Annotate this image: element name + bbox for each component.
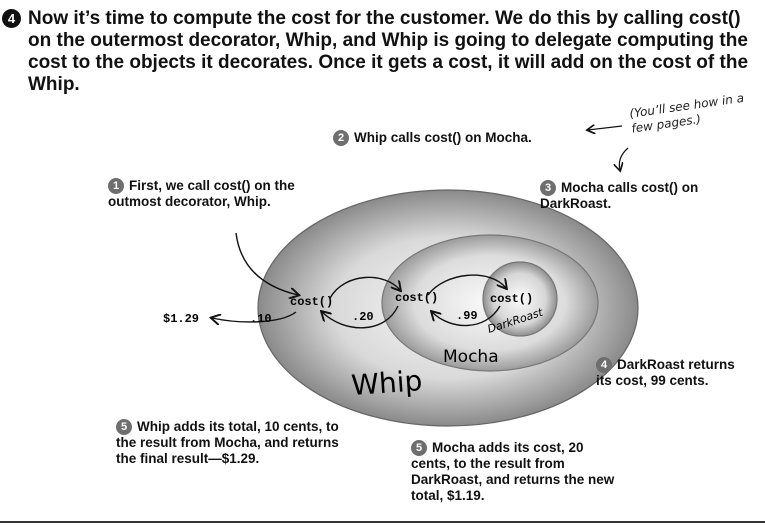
darkroast-value: .99 — [456, 309, 478, 323]
heading-text: Now it’s time to compute the cost for th… — [28, 8, 749, 95]
mocha-label: Mocha — [443, 347, 499, 367]
callout-text: Whip adds its total, 10 cents, to the re… — [116, 419, 339, 466]
step-badge: 5 — [116, 419, 132, 435]
whip-value: .10 — [250, 312, 272, 326]
arrow-call-whip — [235, 232, 298, 295]
step-badge: 5 — [411, 440, 427, 456]
arrow-call-mocha — [329, 276, 400, 299]
step-badge: 1 — [108, 178, 124, 194]
step-badge: 2 — [333, 130, 349, 146]
step-badge: 3 — [540, 180, 556, 196]
step-4-heading: 4 Now it’s time to compute the cost for … — [2, 8, 749, 96]
whip-label: Whip — [350, 364, 423, 402]
arrow-aside — [588, 126, 623, 130]
arrow-call-darkroast — [427, 274, 506, 296]
whip-cost-call: cost() — [290, 295, 333, 309]
mocha-value: .20 — [352, 310, 374, 324]
callout-text: DarkRoast returns its cost, 99 cents. — [596, 357, 735, 388]
arrow-aside-down — [619, 147, 629, 170]
arrow-return-20 — [322, 305, 399, 329]
arrow-return-99 — [432, 305, 501, 327]
callout-2: 2 Whip calls cost() on Mocha. — [333, 130, 593, 146]
callout-text: Whip calls cost() on Mocha. — [354, 130, 532, 145]
callout-text: Mocha adds its cost, 20 cents, to the re… — [411, 440, 615, 503]
arrow-return-10 — [212, 311, 297, 322]
mocha-cost-call: cost() — [395, 291, 438, 305]
step-number-badge: 4 — [2, 9, 21, 28]
callout-text: First, we call cost() on the outmost dec… — [108, 178, 295, 209]
final-total: $1.29 — [163, 312, 199, 326]
callout-text: Mocha calls cost() on DarkRoast. — [540, 180, 699, 211]
bottom-rule — [0, 521, 765, 523]
step-badge: 4 — [596, 357, 612, 373]
darkroast-cost-call: cost() — [490, 292, 533, 306]
